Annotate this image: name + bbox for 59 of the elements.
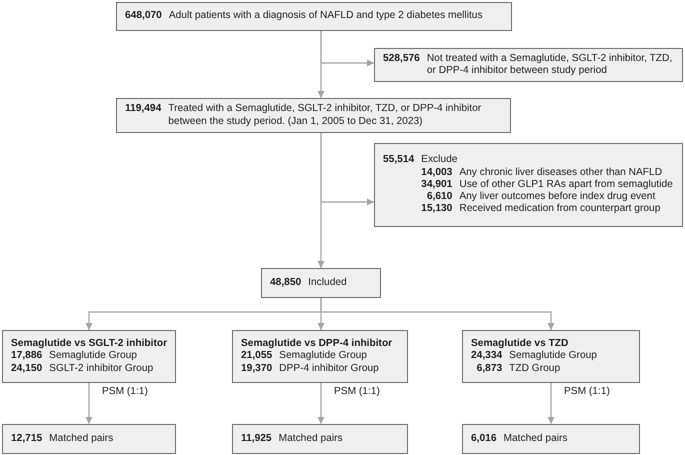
process-box [462, 330, 640, 383]
criterion-text: DPP-4 inhibitor Group [279, 362, 380, 375]
criterion-text: Semaglutide Group [509, 350, 598, 363]
process-box [232, 330, 408, 383]
arrow [318, 383, 324, 424]
patient-count: 17,886 [11, 350, 42, 363]
step-text: Adult patients with a diagnosis of NAFLD and type 2 diabetes mellitus [168, 10, 484, 23]
patient-count: 119,494 [125, 103, 162, 116]
step-text: Not treated with a Semaglutide, SGLT-2 inhibitor, TZD, or DPP-4 inhibitor between study period [426, 52, 674, 78]
patient-count: 24,150 [11, 362, 42, 375]
process-box [2, 330, 176, 383]
patient-count: 55,514 [383, 154, 414, 167]
edge-label: PSM (1:1) [332, 386, 382, 398]
edge-label: PSM (1:1) [562, 386, 612, 398]
patient-count: 6,873 [476, 362, 502, 375]
process-box [116, 98, 511, 133]
process-box [232, 424, 408, 454]
step-text: Matched pairs [278, 432, 344, 446]
arrow [320, 31, 374, 66]
process-box [374, 143, 683, 227]
patient-count: 6,610 [426, 191, 452, 204]
patient-count: 19,370 [241, 362, 272, 375]
criterion-text: Any chronic liver diseases other than NAFLD [459, 166, 664, 179]
patient-count: 34,901 [421, 178, 452, 192]
patient-count: 6,016 [471, 432, 496, 446]
comparison-title: Semaglutide vs SGLT-2 inhibitor [11, 338, 168, 350]
patient-count: 11,925 [241, 432, 272, 446]
process-box [116, 2, 512, 31]
process-box [261, 268, 381, 298]
process-box [462, 424, 640, 454]
criterion-text: Semaglutide Group [279, 350, 368, 363]
step-text: Treated with a Semaglutide, SGLT-2 inhibitor, TZD, or DPP-4 inhibitor between the study period. (Jan 1, 2005 to Dec 31, 2023) [168, 103, 482, 128]
edge-label: PSM (1:1) [100, 386, 150, 398]
comparison-title: Semaglutide vs TZD [471, 338, 570, 350]
step-text: Exclude [421, 154, 458, 167]
criterion-text: Semaglutide Group [49, 350, 138, 363]
step-text: Included [308, 276, 348, 290]
patient-count: 21,055 [241, 350, 272, 363]
arrow [86, 383, 92, 424]
process-box [2, 424, 176, 454]
criterion-text: Received medication from counterpart group [459, 203, 662, 216]
comparison-title: Semaglutide vs DPP-4 inhibitor [241, 338, 394, 350]
criterion-text: TZD Group [509, 362, 562, 375]
criterion-text: Use of other GLP1 RAs apart from semaglutide [459, 178, 674, 192]
patient-count: 648,070 [125, 10, 162, 23]
patient-count: 14,003 [421, 166, 452, 179]
arrow [320, 133, 374, 206]
arrow [320, 298, 554, 330]
criterion-text: Any liver outcomes before index drug event [459, 191, 656, 204]
step-text: Matched pairs [504, 432, 568, 446]
arrow [548, 383, 554, 424]
patient-count: 15,130 [421, 203, 452, 216]
patient-count: 48,850 [270, 276, 302, 290]
process-box [374, 48, 683, 82]
step-text: Matched pairs [49, 432, 114, 446]
patient-count: 528,576 [383, 52, 420, 66]
patient-count: 24,334 [471, 350, 502, 363]
criterion-text: SGLT-2 inhibitor Group [49, 362, 154, 375]
patient-count: 12,715 [11, 432, 42, 446]
